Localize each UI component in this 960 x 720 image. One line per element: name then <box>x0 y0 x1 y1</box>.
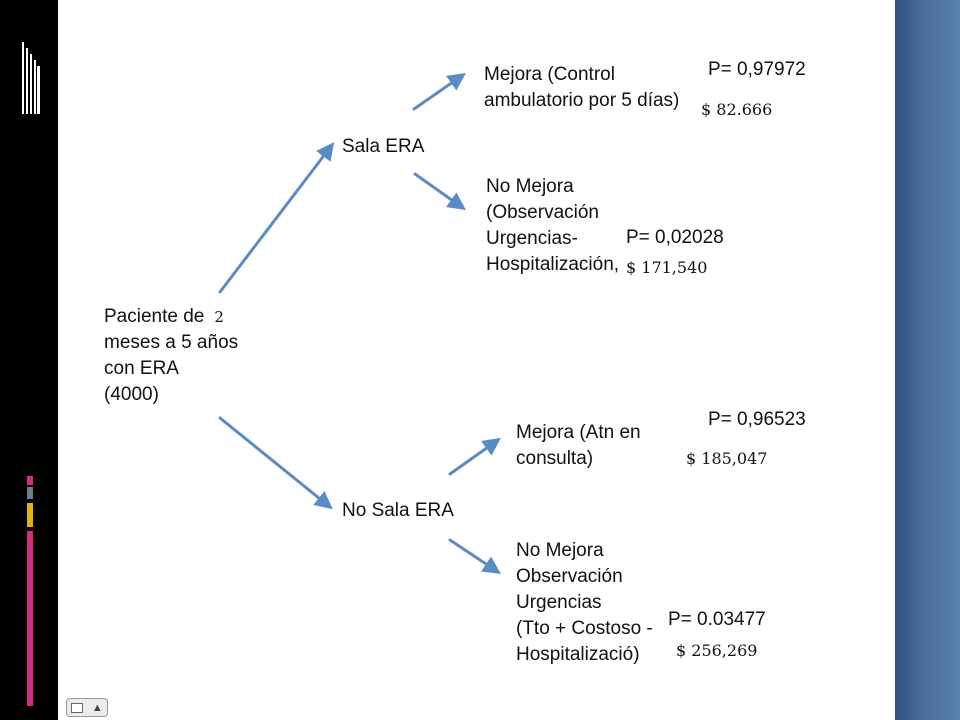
root-superscript-note: 2 <box>214 308 224 326</box>
branch-sala-era: Sala ERA <box>342 136 425 157</box>
outcome-line: No Mejora <box>516 540 604 561</box>
outcome-line: (Tto + Costoso - <box>516 618 653 639</box>
chevron-up-icon: ▲ <box>91 701 103 714</box>
outcome-nosala-mejora: Mejora (Atn en consulta) <box>516 420 641 472</box>
accent-bar-pink <box>27 531 33 706</box>
branch-no-sala-era: No Sala ERA <box>342 500 454 521</box>
arrow-root-to-sala-era <box>218 142 335 294</box>
outcome-line: ambulatorio por 5 días) <box>484 90 680 111</box>
prob-nosala-mejora: P= 0,96523 <box>708 409 806 430</box>
outcome-sala-no-mejora: No Mejora (Observación Urgencias- Hospit… <box>486 174 619 278</box>
outcome-line: Urgencias- <box>486 228 578 249</box>
cost-nosala-mejora: $ 185,047 <box>686 449 768 468</box>
outcome-line: Hospitalizació) <box>516 644 640 665</box>
accent-bar-gray <box>27 487 33 499</box>
arrow-nosala-to-mejora <box>448 437 501 476</box>
arrow-sala-to-no-mejora <box>413 172 466 211</box>
arrow-nosala-to-no-mejora <box>448 538 501 574</box>
outcome-line: Mejora (Control <box>484 64 615 85</box>
outcome-line: Urgencias <box>516 592 602 613</box>
outcome-sala-mejora: Mejora (Control ambulatorio por 5 días) <box>484 62 679 114</box>
left-frame-strip <box>0 0 58 720</box>
slide-menu-icon <box>71 702 84 713</box>
file-cabinet-icon <box>22 42 40 114</box>
cost-sala-no-mejora: $ 171,540 <box>626 258 708 277</box>
slide-menu-button[interactable]: ▲ <box>66 698 108 717</box>
accent-bar-pink-top <box>27 476 33 485</box>
prob-sala-no-mejora: P= 0,02028 <box>626 227 724 248</box>
tree-arrows <box>218 72 501 574</box>
arrow-sala-to-mejora <box>412 72 466 111</box>
outcome-line: Mejora (Atn en <box>516 422 641 443</box>
outcome-line: Hospitalización, <box>486 254 620 275</box>
prob-sala-mejora: P= 0,97972 <box>708 59 806 80</box>
right-decor-panel <box>895 0 960 720</box>
outcome-line: Observación <box>516 566 623 587</box>
outcome-line: No Mejora <box>486 176 574 197</box>
outcome-nosala-no-mejora: No Mejora Observación Urgencias (Tto + C… <box>516 538 653 668</box>
outcome-line: (Observación <box>486 202 599 223</box>
cost-sala-mejora: $ 82.666 <box>701 100 773 119</box>
cost-nosala-no-mejora: $ 256,269 <box>676 641 758 660</box>
prob-nosala-no-mejora: P= 0.03477 <box>668 609 766 630</box>
root-line-4: (4000) <box>104 384 159 405</box>
outcome-line: consulta) <box>516 448 594 469</box>
root-line-2: meses a 5 años <box>104 332 239 353</box>
root-line-3: con ERA <box>104 358 179 379</box>
arrow-root-to-no-sala-era <box>218 416 333 510</box>
accent-bar-gold <box>27 503 33 527</box>
